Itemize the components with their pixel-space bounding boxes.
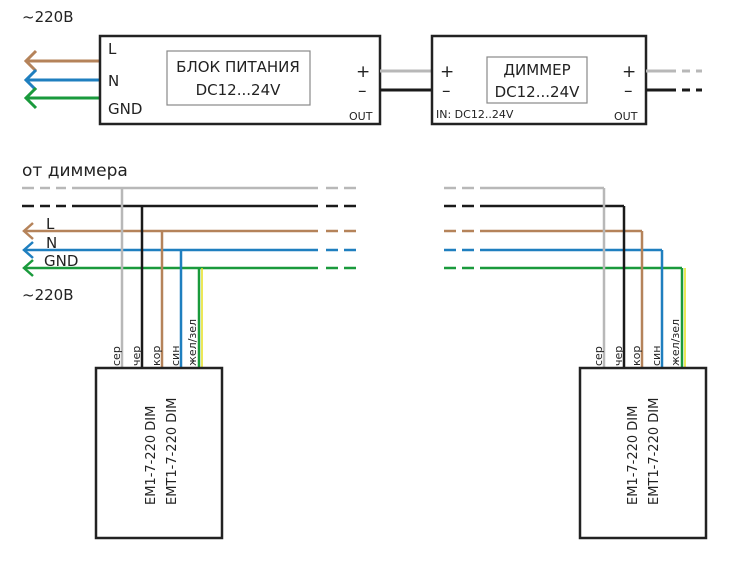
drops-left [120,188,203,368]
psu-terminal-l: L [108,40,117,58]
psu-out-label: OUT [349,110,373,123]
psu-input-wires [23,49,100,110]
psu-plus: + [356,62,370,82]
psu-terminal-gnd: GND [108,100,142,118]
psu-voltage: DC12...24V [196,81,282,99]
bus-label-n: N [46,234,57,252]
wire-label-yellow-green-right: жел/зел [669,319,682,366]
wire-labels-left: сер чер кор син жел/зел [110,319,199,366]
psu-minus: – [358,81,367,101]
device-left: EM1-7-220 DIM EMT1-7-220 DIM [94,366,224,540]
dimmer-out-label: OUT [614,110,638,123]
device-right-line2: EMT1-7-220 DIM [647,398,662,505]
wire-labels-right: сер чер кор син жел/зел [592,319,682,366]
power-supply-block: БЛОК ПИТАНИЯ DC12...24V L N GND + – OUT [98,34,382,126]
dimmer-in-label: IN: DC12..24V [436,108,514,121]
mains-label-top: ~220В [22,8,74,26]
dimmer-name: ДИММЕР [503,61,570,79]
drops-right [602,188,686,368]
wire-label-blue: син [169,346,182,366]
dimmer-out-plus: + [622,62,636,82]
dimmer-output-wires [646,69,702,92]
device-right-line1: EM1-7-220 DIM [626,406,641,505]
device-left-line2: EMT1-7-220 DIM [165,398,180,505]
dimmer-block: ДИММЕР DC12...24V + – IN: DC12..24V + – … [430,34,648,126]
wire-label-gray-right: сер [592,346,605,366]
wire-label-blue-right: син [650,346,663,366]
psu-terminal-n: N [108,72,119,90]
wire-label-gray: сер [110,346,123,366]
bus-label-gnd: GND [44,252,78,270]
device-left-line1: EM1-7-220 DIM [144,406,159,505]
dimmer-out-minus: – [624,81,633,101]
wire-label-brown-right: кор [630,346,643,366]
wire-label-black: чер [130,346,143,366]
wire-label-black-right: чер [612,346,625,366]
device-right: EM1-7-220 DIM EMT1-7-220 DIM [578,366,708,540]
psu-dimmer-wires [380,69,432,92]
from-dimmer-label: от диммера [22,161,128,181]
dimmer-in-minus: – [442,81,451,101]
wire-label-yellow-green: жел/зел [186,319,199,366]
dimmer-voltage: DC12...24V [495,83,581,101]
mains-label-bottom: ~220В [22,286,74,304]
psu-name: БЛОК ПИТАНИЯ [176,58,300,76]
bus-right [444,186,682,270]
bus-label-l: L [46,215,55,233]
dimmer-in-plus: + [440,62,454,82]
bus-left [22,186,356,277]
wire-label-brown: кор [150,346,163,366]
